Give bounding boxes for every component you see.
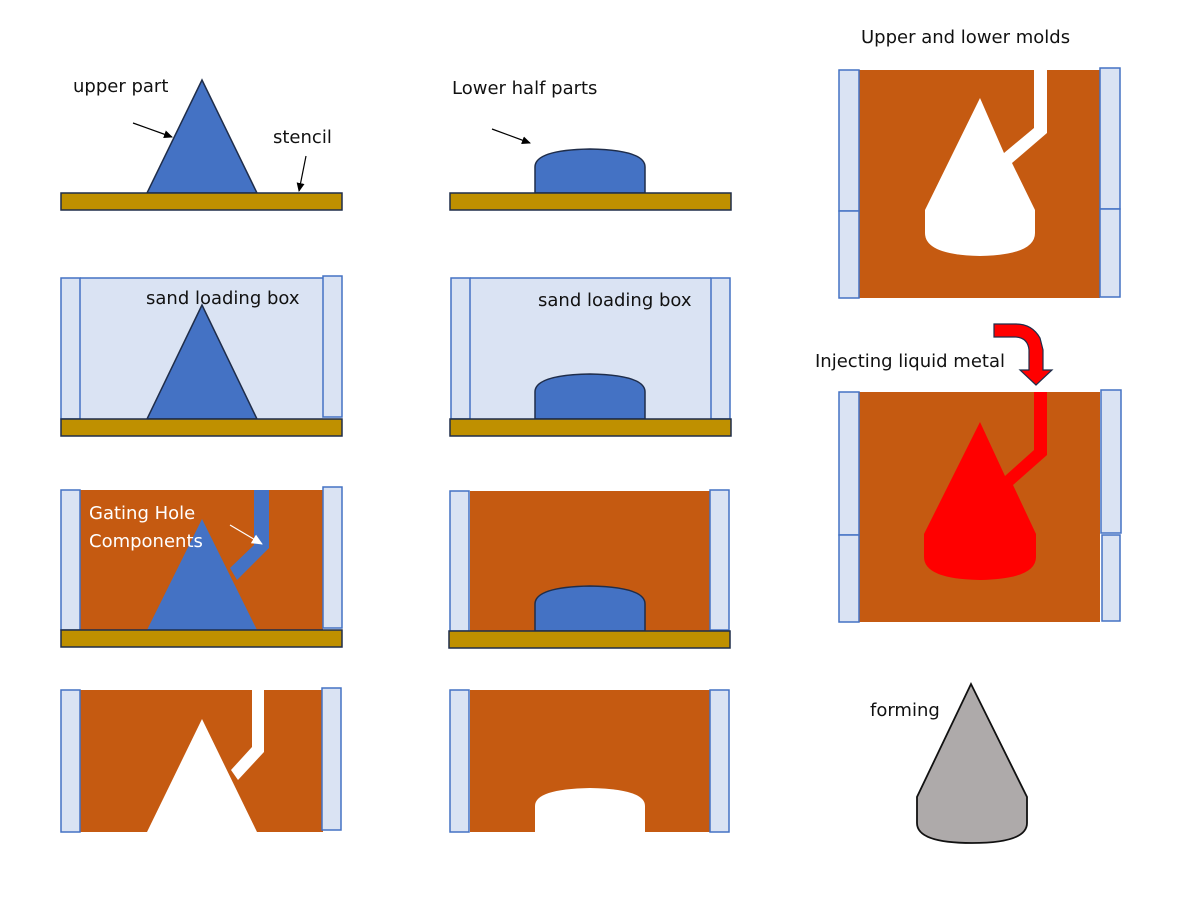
finished-casting [916, 681, 1028, 844]
flask-wall-lower-left [838, 210, 860, 299]
flask-wall-right [322, 275, 343, 418]
stencil-board [60, 629, 343, 648]
stencil-board [449, 192, 732, 211]
label-upper-lower-molds: Upper and lower molds [861, 27, 1070, 48]
flask-wall-right [709, 689, 730, 833]
lower-step-2: sand loading box [449, 277, 732, 437]
lower-step-1: Lower half parts [449, 78, 732, 211]
upper-part-arrow [132, 122, 173, 139]
flask-wall-upper-left [838, 391, 860, 536]
flask-wall-left [449, 490, 470, 632]
upper-step-3: Gating Hole Components [60, 486, 343, 648]
lower-step-4 [449, 689, 730, 833]
dome-cavity [535, 788, 645, 832]
label-forming: forming [870, 700, 940, 721]
label-injecting-liquid-metal: Injecting liquid metal [815, 351, 1005, 372]
lower-pattern-dome [534, 373, 646, 420]
flask-wall-right [321, 687, 342, 831]
flask-wall-upper-left [838, 69, 860, 212]
flask-wall-lower-left [838, 534, 860, 623]
flask-wall-lower-right [1101, 534, 1121, 622]
forming-stage: forming [870, 681, 1028, 844]
flask-wall-left [450, 277, 471, 420]
curved-pour-arrow-icon [993, 323, 1054, 386]
assembled-molds: Upper and lower molds [838, 27, 1121, 299]
cone-cavity [147, 719, 257, 832]
label-sand-loading-box: sand loading box [538, 290, 692, 311]
label-upper-part: upper part [73, 76, 168, 97]
pouring-stage: Injecting liquid metal [815, 323, 1122, 623]
stencil-arrow [296, 155, 307, 192]
label-gating-hole: Gating Hole [89, 503, 195, 524]
label-lower-half-parts: Lower half parts [452, 78, 597, 99]
stencil-board [60, 418, 343, 437]
upper-step-1: upper part stencil [60, 76, 343, 211]
flask-wall-left [60, 277, 81, 420]
flask-wall-right [709, 489, 730, 631]
lower-pattern-dome [534, 148, 646, 194]
molten-metal [924, 392, 1047, 580]
lower-part-arrow [491, 128, 531, 144]
flask-wall-upper-right [1100, 389, 1122, 534]
casting-cavity [925, 70, 1047, 256]
upper-step-4 [60, 687, 342, 833]
flask-wall-left [449, 689, 470, 833]
flask-wall-left [60, 689, 81, 833]
stencil-board [448, 630, 731, 649]
stencil-board [60, 192, 343, 211]
gating-cavity [231, 690, 264, 780]
flask-wall-left [60, 489, 81, 631]
label-stencil: stencil [273, 127, 332, 148]
flask-wall-upper-right [1099, 67, 1121, 210]
lower-pattern-dome [534, 585, 646, 632]
gating-channel [230, 490, 269, 580]
label-sand-loading-box: sand loading box [146, 288, 300, 309]
upper-pattern-cone [147, 519, 257, 630]
flask-wall-right [710, 277, 731, 420]
gating-arrow [229, 524, 263, 545]
upper-step-2: sand loading box [60, 275, 343, 437]
flask-wall-right [322, 486, 343, 629]
label-components: Components [89, 531, 203, 552]
flask-wall-lower-right [1099, 208, 1121, 298]
stencil-board [449, 418, 732, 437]
lower-step-3 [448, 489, 731, 649]
